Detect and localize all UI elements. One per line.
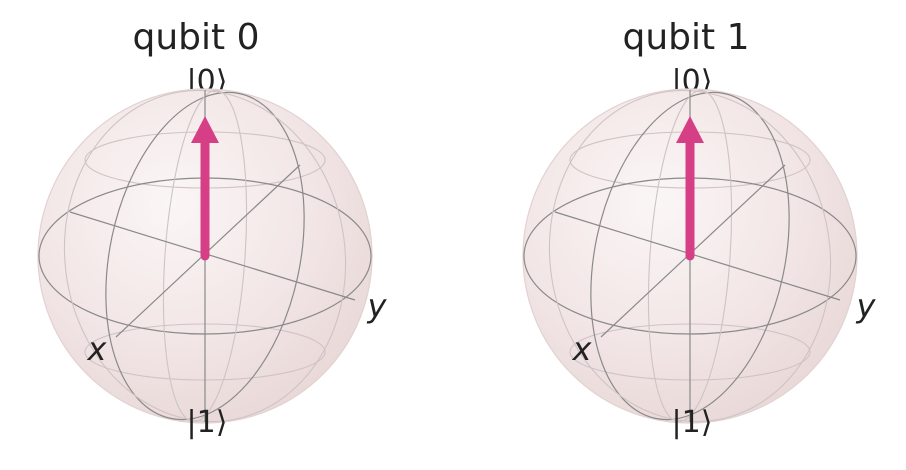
bloch-sphere-qubit-0: qubit 0 |0⟩ y x |1⟩ (37, 17, 388, 440)
ket-one-label: |1⟩ (672, 405, 713, 440)
state-vector-arrowhead (676, 116, 704, 143)
x-axis-label: x (87, 330, 108, 368)
ket-one-label: |1⟩ (187, 405, 228, 440)
meridian-line (105, 91, 305, 421)
y-axis-line (69, 211, 356, 301)
x-axis-label: x (572, 330, 593, 368)
meridian-line (647, 89, 733, 423)
bloch-sphere-qubit-1: qubit 1 |0⟩ y x |1⟩ (522, 17, 877, 440)
meridian-line (548, 89, 832, 423)
y-axis-label: y (367, 287, 388, 325)
y-axis-line (554, 211, 841, 301)
meridian-line (63, 89, 347, 423)
y-axis-label: y (856, 287, 877, 325)
state-vector-arrowhead (191, 116, 219, 143)
meridian-line (162, 89, 248, 423)
sphere-title: qubit 0 (133, 17, 260, 58)
sphere-title: qubit 1 (623, 17, 750, 58)
meridian-line (590, 91, 790, 421)
